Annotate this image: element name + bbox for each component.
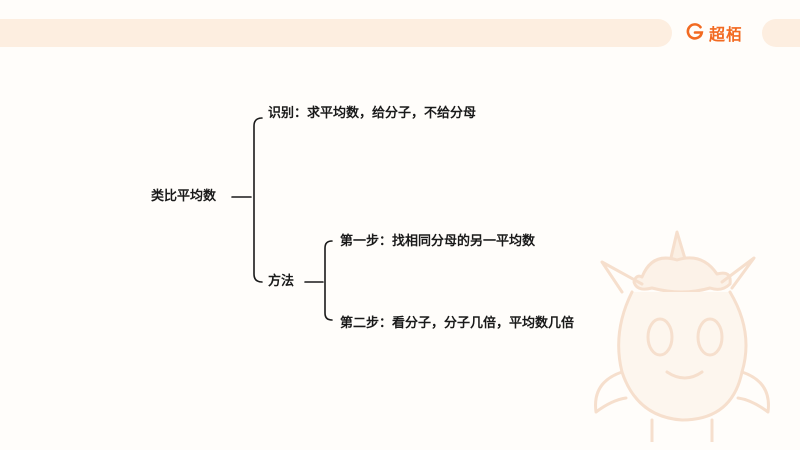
brand-name: 超栢 bbox=[709, 25, 744, 44]
connector-method-bracket bbox=[324, 240, 333, 321]
root-node: 类比平均数 bbox=[151, 189, 217, 204]
header-bar bbox=[0, 19, 672, 47]
identify-node: 识别：求平均数，给分子，不给分母 bbox=[268, 106, 477, 121]
step1-node: 第一步：找相同分母的另一平均数 bbox=[340, 234, 536, 249]
header-bar-tail bbox=[762, 19, 800, 47]
connector-root-bracket bbox=[253, 117, 263, 283]
step2-node: 第二步：看分子，分子几倍，平均数几倍 bbox=[340, 316, 575, 331]
method-node: 方法 bbox=[268, 274, 295, 289]
brand-logo: 超栢 bbox=[686, 21, 743, 45]
unicorn-mascot-icon bbox=[594, 230, 770, 442]
brand-g-icon bbox=[686, 22, 704, 44]
